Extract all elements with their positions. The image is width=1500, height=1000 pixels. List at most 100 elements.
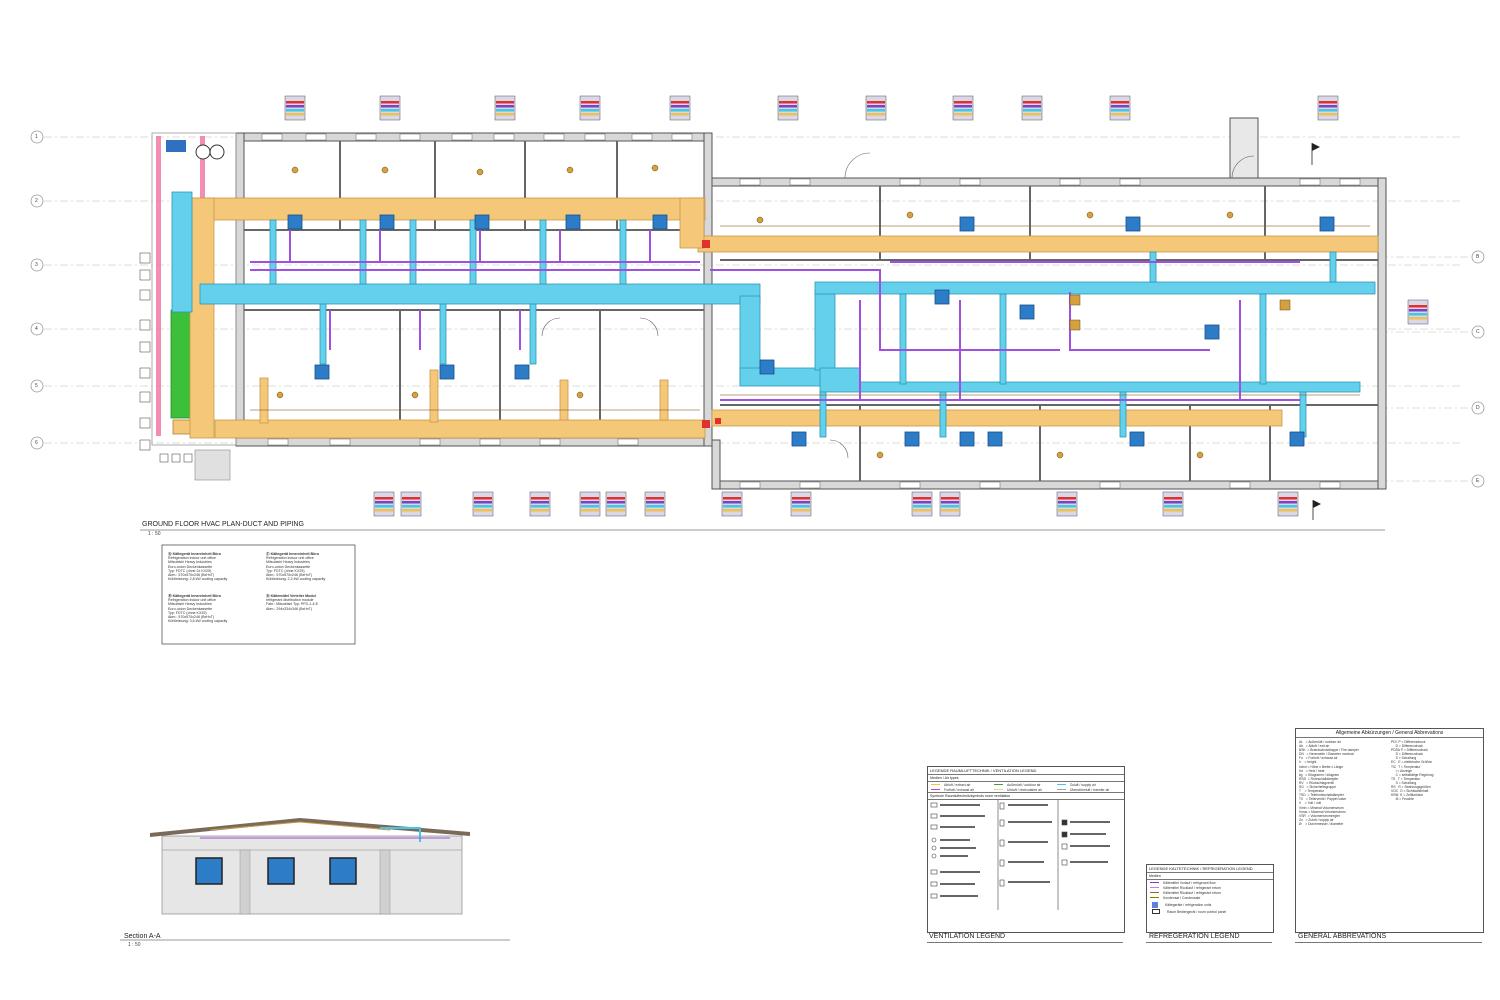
vent-legend-row: Fortluft / exhaust air xyxy=(928,787,991,792)
grid-label-5: 5 xyxy=(35,383,38,389)
fire-dampers xyxy=(702,240,721,428)
room-tag-stripe xyxy=(1409,313,1427,316)
grid-label-b: B xyxy=(1476,254,1480,260)
refr-legend-row: Kältemittel Vorlauf / refrigerant flow xyxy=(1147,880,1273,885)
refrigeration-footer-line xyxy=(1146,942,1272,943)
refr-swatch-condensate xyxy=(1150,897,1159,898)
room-tag-stripe xyxy=(581,101,599,104)
room-tag-stripe xyxy=(581,501,599,504)
room-tag-stripe xyxy=(913,501,931,504)
room-tag-stripe xyxy=(671,105,689,108)
refr-legend-row: Kondensat / Condensate xyxy=(1147,895,1273,900)
room-tag-stripe xyxy=(581,505,599,508)
vent-legend-row: Zuluft / supply air xyxy=(1054,782,1117,787)
ventilation-legend-footer: VENTILATION LEGEND xyxy=(929,933,1006,940)
room-tag-stripe xyxy=(779,109,797,112)
room-tag-stripe xyxy=(1164,505,1182,508)
room-tag-stripe xyxy=(646,501,664,504)
room-tag-stripe xyxy=(779,101,797,104)
room-tag-stripe xyxy=(381,109,399,112)
room-tag-stripe xyxy=(496,101,514,104)
room-tag-stripe xyxy=(402,509,420,512)
control-panel-icon xyxy=(1152,909,1160,914)
room-tag-stripe xyxy=(1319,105,1337,108)
vent-swatch-transfer xyxy=(1057,789,1066,790)
room-tag-stripe xyxy=(671,109,689,112)
room-tag-stripe xyxy=(779,113,797,116)
vent-swatch-supply xyxy=(1057,784,1066,785)
room-tag-stripe xyxy=(286,105,304,108)
vent-swatch-recirc xyxy=(994,789,1003,790)
room-tag-stripe xyxy=(402,501,420,504)
room-tag-stripe xyxy=(723,509,741,512)
room-tag-stripe xyxy=(531,501,549,504)
refrigeration-legend: LEGENDE KÄLTETECHNIK / REFRIGERATION LEG… xyxy=(1146,864,1274,933)
column-markers xyxy=(139,252,193,463)
equipment-note-d: Ⓓ Kältemittel Verteiler Modul refrigeran… xyxy=(266,594,319,611)
room-tag-stripe xyxy=(474,505,492,508)
room-tag-stripe xyxy=(1058,501,1076,504)
room-tag-stripe xyxy=(1058,505,1076,508)
room-tag-stripe xyxy=(496,105,514,108)
room-tag-stripe xyxy=(607,505,625,508)
room-tag-stripe xyxy=(954,113,972,116)
room-tag-stripe xyxy=(954,109,972,112)
room-tag-stripe xyxy=(723,497,741,500)
grid-label-e: E xyxy=(1476,478,1480,484)
plan-title: GROUND FLOOR HVAC PLAN-DUCT AND PIPING xyxy=(142,521,304,528)
room-tag-stripe xyxy=(1023,105,1041,108)
room-tag-stripe xyxy=(1164,509,1182,512)
ventilation-legend-media-label: Medien / Air types xyxy=(928,775,1124,782)
room-tag-stripe xyxy=(286,113,304,116)
room-tag-stripe xyxy=(474,497,492,500)
room-tag-stripe xyxy=(1111,105,1129,108)
grid-bubbles xyxy=(30,130,1485,488)
room-tag-stripe xyxy=(375,509,393,512)
refrigeration-legend-header: LEGENDE KÄLTETECHNIK / REFRIGERATION LEG… xyxy=(1147,865,1273,873)
room-tag-stripe xyxy=(867,113,885,116)
room-tag-stripe xyxy=(607,497,625,500)
room-tag-stripe xyxy=(646,505,664,508)
room-tag-stripe xyxy=(496,113,514,116)
ventilation-symbols xyxy=(930,800,1110,910)
grid-label-4: 4 xyxy=(35,326,38,332)
plan-scale: 1 : 50 xyxy=(148,531,161,537)
room-tag-stripe xyxy=(581,497,599,500)
room-tag-stripe xyxy=(671,113,689,116)
room-tag-stripe xyxy=(1058,509,1076,512)
room-tag-stripe xyxy=(1279,501,1297,504)
refrigeration-legend-footer: REFREGERATION LEGEND xyxy=(1149,933,1240,940)
room-tag-stripe xyxy=(286,101,304,104)
room-tag-stripe xyxy=(1409,309,1427,312)
room-tag-stripe xyxy=(496,109,514,112)
vent-legend-row: Umluft / recirculated air xyxy=(991,787,1054,792)
refr-legend-row: Kältegeräte / refrigeration units xyxy=(1147,900,1273,909)
equipment-note-b: Ⓑ Kältegerät Innereinheit Büro Refrigera… xyxy=(168,594,228,624)
room-tag-stripe xyxy=(581,109,599,112)
vent-legend-row: Außenluft / outdoor air xyxy=(991,782,1054,787)
room-tag-stripe xyxy=(1319,113,1337,116)
abbreviations-column-1: AL = Außenluft / outdoor air Ab = Abluft… xyxy=(1299,740,1359,826)
grid-label-c: C xyxy=(1476,329,1480,335)
room-tag-stripe xyxy=(723,505,741,508)
room-tag-stripe xyxy=(607,509,625,512)
refr-legend-row: Kältemittel Rücklauf / refrigerant retur… xyxy=(1147,885,1273,890)
supply-air-ducts xyxy=(171,191,1376,438)
doors xyxy=(541,152,1255,459)
grid-label-6: 6 xyxy=(35,440,38,446)
room-tag-stripes xyxy=(286,101,1427,512)
refrigeration-legend-media-label: Medien xyxy=(1147,873,1273,880)
refr-unit-icon xyxy=(1152,901,1158,908)
refr-swatch-flow xyxy=(1150,882,1159,883)
room-tag-stripe xyxy=(1164,501,1182,504)
grid-label-1: 1 xyxy=(35,134,38,140)
room-tag-stripe xyxy=(913,497,931,500)
abbreviations-header: Allgemeine Abkürzungen / General Abbreva… xyxy=(1296,729,1483,738)
room-tag-stripe xyxy=(646,509,664,512)
ventilation-symbols-label: Symbole Raumluftechnik/symbols room vent… xyxy=(928,792,1124,800)
room-tag-stripe xyxy=(941,509,959,512)
vent-legend-row: Abluft / extract air xyxy=(928,782,991,787)
refr-legend-row: Raum Bediengerät / room control panel xyxy=(1147,909,1273,914)
equipment-notes-box xyxy=(161,544,356,645)
room-tag-stripe xyxy=(381,113,399,116)
